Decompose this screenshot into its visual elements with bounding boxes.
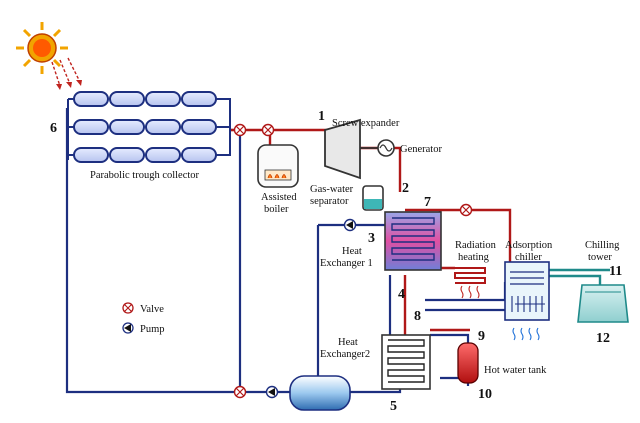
hot-water-tank bbox=[457, 342, 479, 384]
adsorption-chiller-label-2: chiller bbox=[515, 252, 542, 263]
generator-label: Generator bbox=[400, 144, 442, 155]
heat-exchanger-2 bbox=[381, 334, 431, 390]
node-8: 8 bbox=[414, 309, 421, 324]
assisted-boiler-label-1: Assisted bbox=[261, 192, 297, 203]
generator-icon bbox=[377, 139, 395, 157]
node-12: 12 bbox=[596, 331, 610, 346]
legend-pump-icon bbox=[122, 322, 134, 334]
valve-icon-return bbox=[233, 385, 247, 399]
heat-exchanger-1 bbox=[384, 211, 442, 271]
assisted-boiler-label-2: boiler bbox=[264, 204, 289, 215]
collector-label: Parabolic trough collector bbox=[90, 170, 200, 181]
legend-valve-icon bbox=[122, 302, 134, 314]
gas-water-separator bbox=[362, 185, 384, 211]
adsorption-chiller bbox=[504, 261, 550, 341]
sun-ray-arrows bbox=[51, 57, 81, 87]
legend-valve-label: Valve bbox=[140, 304, 164, 315]
assisted-boiler bbox=[257, 144, 299, 188]
sun-icon bbox=[16, 22, 68, 74]
valve-icon-collector-out bbox=[233, 123, 247, 137]
adsorption-chiller-label-1: Adsorption bbox=[505, 240, 553, 251]
node-2: 2 bbox=[402, 181, 409, 196]
screw-expander bbox=[324, 118, 378, 180]
separator-label-2: separator bbox=[310, 196, 349, 207]
node-7: 7 bbox=[424, 195, 431, 210]
node-9: 9 bbox=[478, 329, 485, 344]
node-4: 4 bbox=[398, 287, 405, 302]
screw-expander-label: Screw expander bbox=[332, 118, 400, 129]
node-10: 10 bbox=[478, 387, 492, 402]
heat-exchanger-2-label-2: Exchanger2 bbox=[320, 349, 370, 360]
chilling-tower bbox=[577, 284, 629, 323]
heat-exchanger-1-label-2: Exchanger 1 bbox=[320, 258, 373, 269]
sun-ray-arrowheads bbox=[56, 80, 82, 90]
radiation-heating-label-1: Radiation bbox=[455, 240, 497, 251]
node-1: 1 bbox=[318, 109, 325, 124]
legend-pump-label: Pump bbox=[140, 324, 165, 335]
node-6: 6 bbox=[50, 121, 57, 136]
chilling-tower-label-2: tower bbox=[588, 252, 612, 263]
separator-label-1: Gas-water bbox=[310, 184, 354, 195]
radiation-heating bbox=[454, 267, 486, 299]
chilling-tower-label-1: Chilling bbox=[585, 240, 620, 251]
valve-icon-boiler bbox=[261, 123, 275, 137]
storage-tank bbox=[289, 375, 351, 411]
heat-exchanger-2-label-1: Heat bbox=[338, 337, 358, 348]
pump-icon-heat-exchanger-1 bbox=[343, 218, 357, 232]
node-3: 3 bbox=[368, 231, 375, 246]
radiation-heating-label-2: heating bbox=[458, 252, 490, 263]
heat-exchanger-1-label-1: Heat bbox=[342, 246, 362, 257]
pump-icon-return bbox=[265, 385, 279, 399]
valve-icon-heat-exchanger-1 bbox=[459, 203, 473, 217]
legend bbox=[122, 302, 134, 334]
parabolic-trough-collector bbox=[67, 91, 231, 163]
chiller-water-line bbox=[545, 268, 610, 285]
node-11: 11 bbox=[609, 264, 622, 279]
node-5: 5 bbox=[390, 399, 397, 414]
hot-water-tank-label: Hot water tank bbox=[484, 365, 547, 376]
